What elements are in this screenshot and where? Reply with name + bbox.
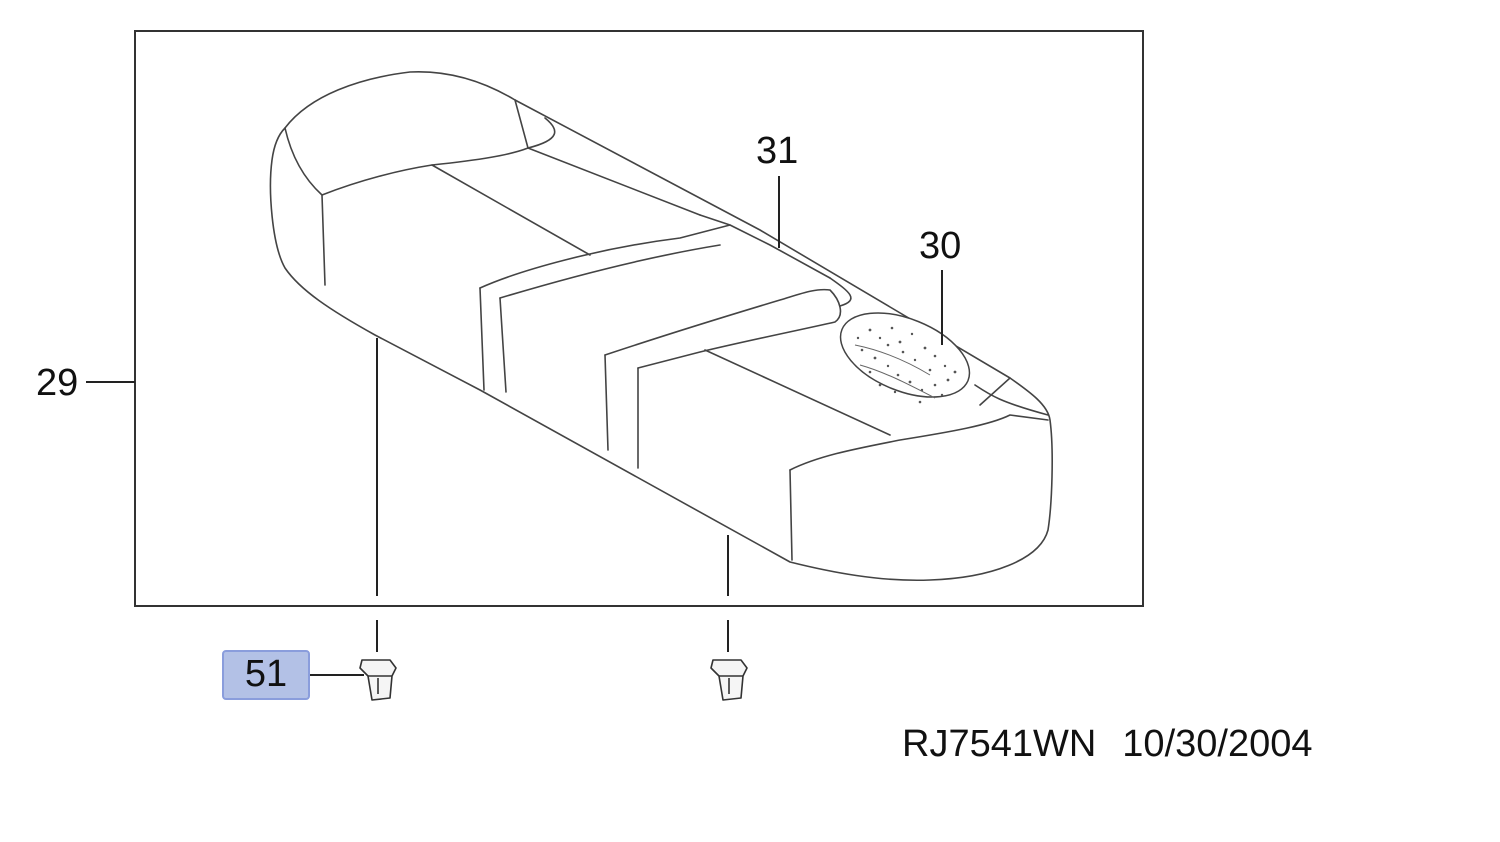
drawing-code: RJ7541WN: [902, 723, 1097, 765]
drawing-reference: RJ7541WN 10/30/2004: [902, 725, 1312, 763]
callout-51-highlighted[interactable]: 51: [222, 650, 310, 700]
clip-icon: [359, 659, 397, 701]
seat-cushion-drawing: [269, 70, 1053, 582]
clip-icon: [710, 659, 748, 701]
callout-51-text: 51: [244, 653, 288, 695]
drawing-date: 10/30/2004: [1122, 723, 1313, 765]
callout-31: 31: [756, 130, 799, 172]
callout-29: 29: [36, 362, 79, 404]
callout-30: 30: [919, 225, 962, 267]
pad-patch-30: [839, 312, 971, 404]
assembly-frame: [134, 30, 1144, 607]
